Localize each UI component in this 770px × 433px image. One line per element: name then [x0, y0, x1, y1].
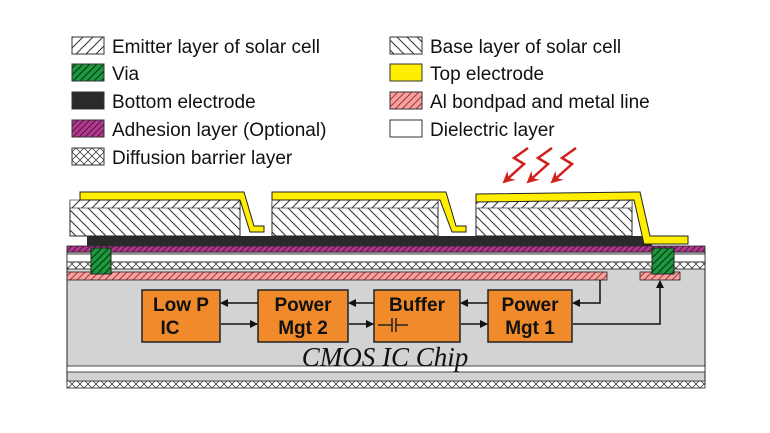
buffer-label: Buffer	[389, 295, 446, 316]
low-power-ic-label-2: IC	[161, 318, 180, 339]
buffer-box	[373, 289, 461, 343]
bottom-diffusion-barrier	[66, 380, 706, 389]
power-mgt-1-label-2: Mgt 1	[505, 318, 555, 339]
light-arrow-1	[502, 146, 529, 184]
power-mgt-2-box	[257, 289, 349, 343]
legend-label-base: Base layer of solar cell	[430, 37, 621, 58]
legend-label-adhesion: Adhesion layer (Optional)	[112, 120, 326, 141]
top-electrode-1	[79, 191, 265, 233]
legend-item-via: Via	[71, 63, 140, 85]
low-power-ic-box	[141, 289, 221, 343]
power-mgt-2-label-2: Mgt 2	[278, 318, 328, 339]
power-mgt-1-box	[487, 289, 573, 343]
via-right	[651, 247, 675, 275]
legend-item-adhesion: Adhesion layer (Optional)	[71, 119, 326, 141]
legend-item-bottom-electrode: Bottom electrode	[71, 91, 256, 113]
diffusion-barrier-layer	[66, 261, 706, 270]
dielectric-layer-upper	[66, 253, 706, 263]
signal-connections	[220, 280, 664, 328]
capacitor-icon	[378, 318, 408, 332]
legend-label-diffusion: Diffusion barrier layer	[112, 148, 293, 169]
base-swatch	[389, 36, 423, 55]
cross-section	[66, 191, 706, 389]
adhesion-swatch	[71, 119, 105, 138]
adhesion-layer	[66, 245, 706, 253]
block-power-mgt-1: Power Mgt 1	[487, 289, 573, 343]
emitter-layer-1	[69, 199, 241, 209]
top-electrode-3	[475, 191, 689, 245]
top-electrode-swatch	[389, 63, 423, 82]
via-left	[90, 247, 112, 275]
power-mgt-2-label-1: Power	[274, 295, 332, 316]
dielectric-swatch	[389, 119, 423, 138]
block-low-power-ic: Low P IC	[141, 289, 221, 343]
legend-label-bottom-electrode: Bottom electrode	[112, 92, 256, 113]
arrow-metal-line-to-pm1	[572, 280, 601, 307]
legend-item-bondpad: Al bondpad and metal line	[389, 91, 650, 113]
block-power-mgt-2: Power Mgt 2	[257, 289, 349, 343]
legend-item-emitter: Emitter layer of solar cell	[71, 36, 320, 58]
bottom-electrode-swatch	[71, 91, 105, 110]
legend-item-top-electrode: Top electrode	[389, 63, 544, 85]
cmos-chip-label: CMOS IC Chip	[302, 342, 469, 372]
al-metal-line	[66, 271, 608, 281]
incident-light-arrows	[502, 146, 577, 184]
arrow-pm1-to-bondpad	[573, 280, 664, 325]
bondpad-swatch	[389, 91, 423, 110]
legend-item-diffusion: Diffusion barrier layer	[71, 147, 293, 169]
block-buffer: Buffer	[373, 289, 461, 343]
circuit-blocks: Low P IC Power Mgt 2 Buffer Power Mgt 1	[141, 280, 664, 343]
via-swatch	[71, 63, 105, 82]
legend-label-via: Via	[112, 64, 140, 85]
low-power-ic-label-1: Low P	[153, 295, 209, 316]
top-electrode-2	[271, 191, 467, 233]
legend-label-bondpad: Al bondpad and metal line	[430, 92, 650, 113]
bottom-electrode	[87, 236, 652, 246]
diffusion-swatch	[71, 147, 105, 166]
legend: Emitter layer of solar cell Base layer o…	[71, 36, 650, 169]
emitter-layer-2	[271, 199, 439, 209]
legend-item-dielectric: Dielectric layer	[389, 119, 555, 141]
legend-item-base: Base layer of solar cell	[389, 36, 621, 58]
legend-label-top-electrode: Top electrode	[430, 64, 544, 85]
light-arrow-3	[550, 146, 577, 184]
legend-label-emitter: Emitter layer of solar cell	[112, 37, 320, 58]
light-arrow-2	[526, 146, 553, 184]
legend-label-dielectric: Dielectric layer	[430, 120, 555, 141]
power-mgt-1-label-1: Power	[501, 295, 559, 316]
bottom-dielectric	[66, 365, 706, 373]
emitter-swatch	[71, 36, 105, 55]
